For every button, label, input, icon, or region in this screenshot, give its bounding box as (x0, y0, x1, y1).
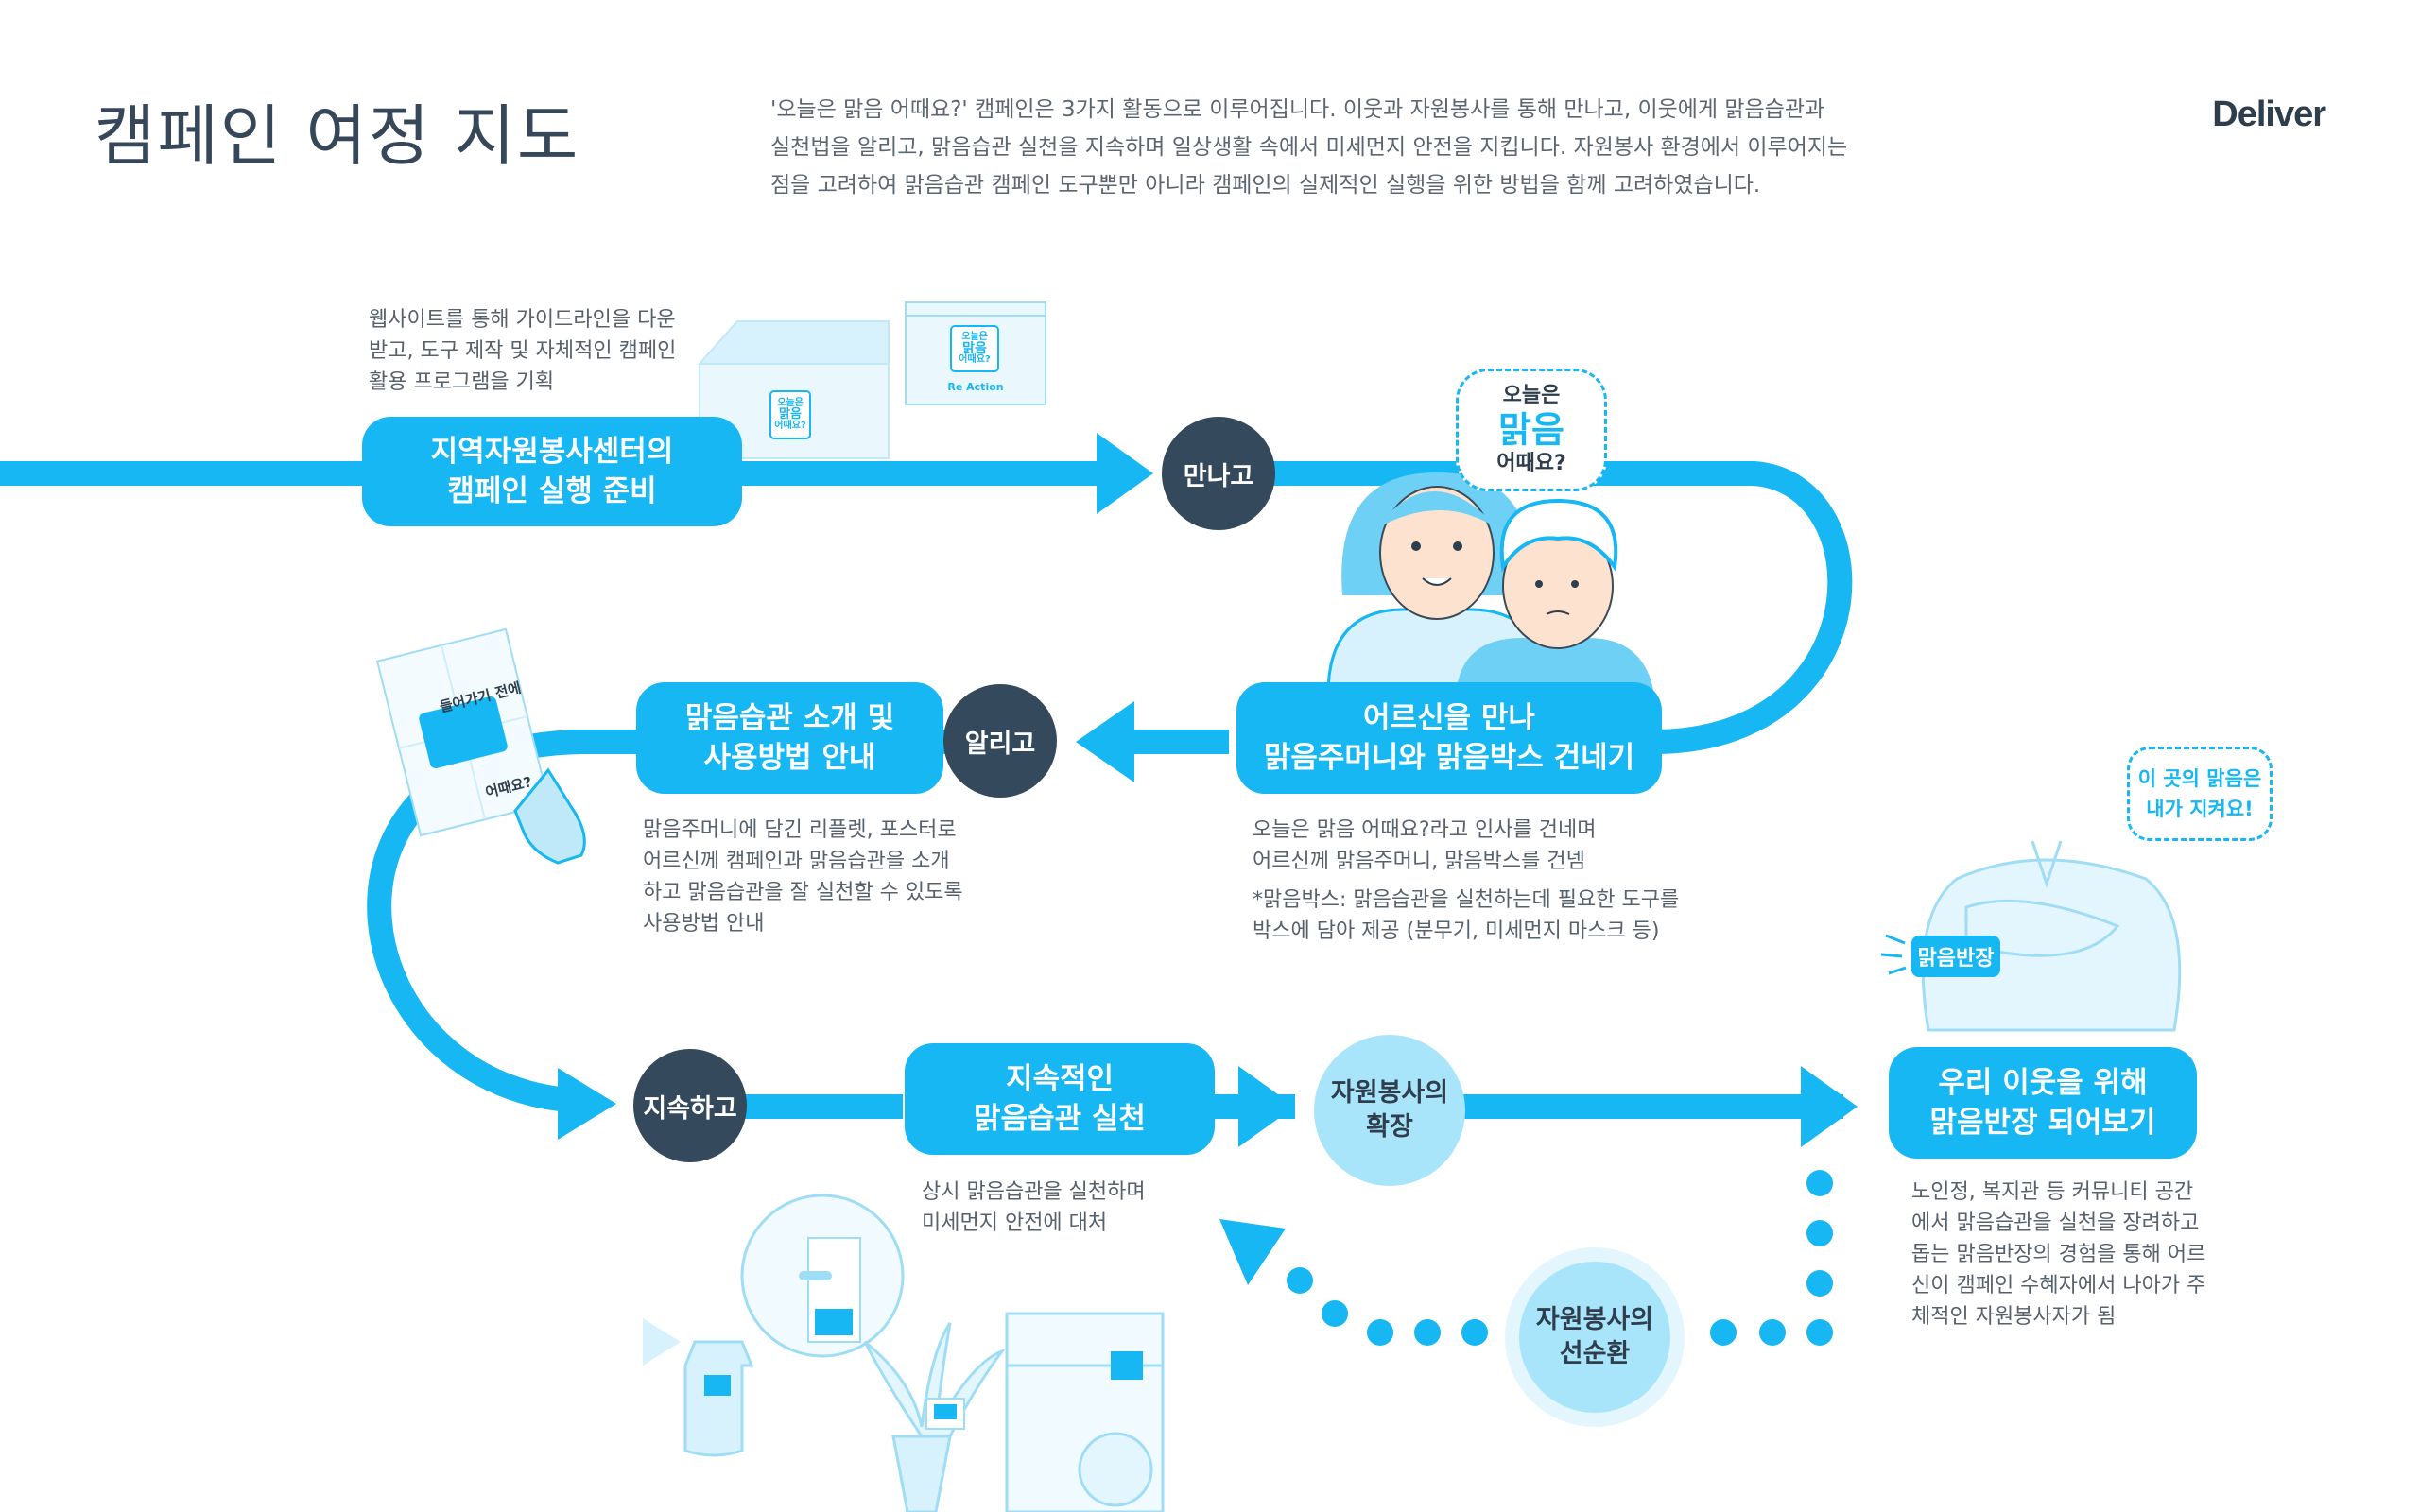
arrow-head-bottom (1238, 1066, 1295, 1147)
desc-leader: 노인정, 복지관 등 커뮤니티 공간 에서 맑음습관을 실천을 장려하고 돕는 … (1911, 1180, 2206, 1329)
verb-meet: 만나고 (1162, 417, 1275, 530)
dotted-return-path (1287, 1170, 1833, 1346)
leader-badge: 맑음반장 (1911, 936, 2000, 977)
stage-meet-elder: 어르신을 만나 맑음주머니와 맑음박스 건네기 (1236, 682, 1662, 794)
flow-line-mid (1125, 730, 1229, 754)
verb-sustain: 지속하고 (633, 1049, 747, 1162)
ext-expand: 자원봉사의 확장 (1314, 1035, 1465, 1186)
stage-prepare: 지역자원봉사센터의 캠페인 실행 준비 (362, 417, 742, 526)
hand-illustration (513, 767, 586, 865)
pouch-illustration (905, 301, 1046, 405)
arrow-head-mid (1076, 701, 1134, 782)
pouch-label: 오늘은 맑음 어때요? (959, 332, 991, 365)
intro-text: '오늘은 맑음 어때요?' 캠페인은 3가지 활동으로 이루어집니다. 이웃과 … (770, 97, 1848, 198)
greeting-bubble: 오늘은 맑음 어때요? (1456, 369, 1607, 491)
ext-cycle: 자원봉사의 선순환 (1505, 1247, 1685, 1427)
elder-illustration (1456, 498, 1654, 695)
stage-practice: 지속적인 맑음습관 실천 (905, 1043, 1215, 1155)
pouch-caption: Re Action (947, 381, 1004, 393)
desc-practice: 상시 맑음습관을 실천하며 미세먼지 안전에 대처 (922, 1180, 1146, 1235)
flow-line-bottom (737, 1094, 903, 1119)
arrow-head-left (558, 1068, 616, 1140)
box-label: 오늘은 맑음 어때요? (774, 398, 806, 431)
page-title: 캠페인 여정 지도 (95, 97, 580, 175)
arrow-head-bottom-2 (1801, 1066, 1858, 1147)
desc-prepare: 웹사이트를 통해 가이드라인을 다운 받고, 도구 제작 및 자체적인 캠페인 … (369, 308, 677, 394)
poster-illustration (375, 627, 551, 837)
desc-meet-elder: 오늘은 맑음 어때요?라고 인사를 건네며 어르신께 맑음주머니, 맑음박스를 … (1253, 818, 1597, 873)
verb-inform: 알리고 (943, 684, 1057, 798)
flow-line-bottom-3 (1446, 1094, 1843, 1119)
stage-leader: 우리 이웃을 위해 맑음반장 되어보기 (1889, 1047, 2197, 1159)
pledge-bubble: 이 곳의 맑음은 내가 지켜요! (2127, 747, 2273, 841)
leader-illustration (1880, 840, 2182, 1032)
arrow-head-top (1097, 433, 1153, 514)
arrow-head-return (1219, 1219, 1286, 1285)
volunteer-illustration (1326, 472, 1547, 696)
desc-introduce: 맑음주머니에 담긴 리플렛, 포스터로 어르신께 캠페인과 맑음습관을 소개 하… (643, 818, 963, 936)
brand-logo: Deliver (2212, 94, 2326, 134)
practice-illustration (643, 1194, 1165, 1512)
flow-loop-right (1658, 460, 1853, 754)
desc-meet-elder-note: *맑음박스: 맑음습관을 실천하는데 필요한 도구를 박스에 담아 제공 (분무… (1253, 888, 1680, 943)
stage-introduce: 맑음습관 소개 및 사용방법 안내 (636, 682, 943, 794)
